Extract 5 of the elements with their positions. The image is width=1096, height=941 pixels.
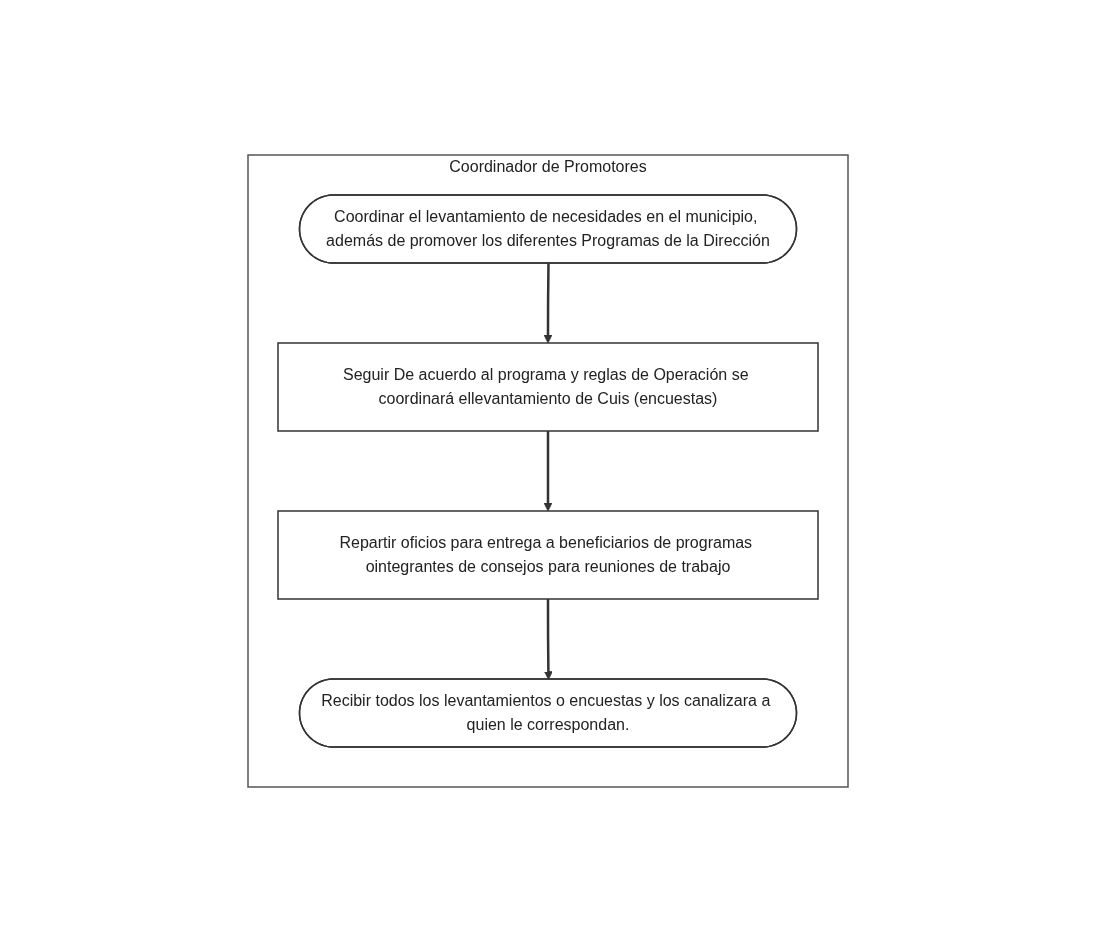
- arrow: [544, 598, 553, 680]
- node-box: Seguir De acuerdo al programa y reglas de Operación se coordinará ellevantamiento de Cuis (encuestas): [277, 341, 819, 432]
- arrow: [543, 263, 553, 343]
- arrow: [543, 430, 553, 511]
- node-box: Repartir oficios para entrega a beneficiarios de programas ointegrantes de consejos para reuniones de trabajo: [277, 509, 819, 600]
